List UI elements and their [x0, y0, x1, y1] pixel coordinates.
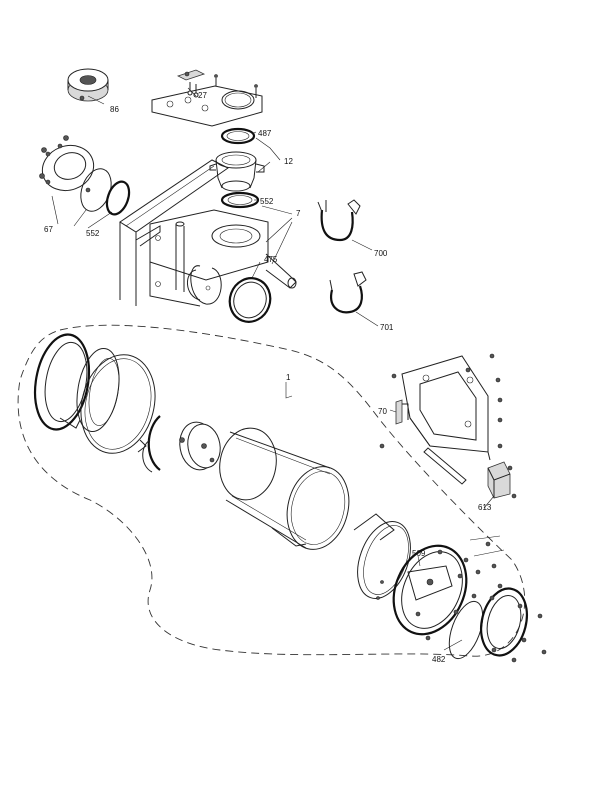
part-67-flange [39, 135, 95, 193]
part-clamp-band [80, 354, 156, 454]
callout-1: 1 [286, 373, 291, 382]
part-half-ring [142, 415, 161, 473]
part-door-ring [33, 333, 120, 433]
callout-509: 509 [412, 549, 426, 558]
part-12-flue-adapter [209, 151, 265, 192]
callout-552-upper: 552 [260, 197, 274, 206]
callout-475: 475 [264, 255, 278, 264]
part-7-burner-assembly [149, 209, 297, 307]
callout-86: 86 [110, 105, 119, 114]
part-700-cable [317, 199, 361, 242]
part-552-lower-seal [105, 180, 131, 216]
callout-27: 27 [198, 91, 207, 100]
part-70-latch [395, 399, 409, 425]
part-613-ignition-module [487, 461, 517, 499]
part-27-bracket [176, 69, 258, 98]
part-drum-cylinder [219, 427, 350, 550]
leader-lines [51, 87, 495, 651]
fastener-group-rear [469, 535, 547, 655]
part-552-upper-seal [220, 191, 260, 209]
callout-12: 12 [284, 157, 293, 166]
part-mounting-bracket [379, 353, 503, 461]
part-509-burner-plate [392, 544, 481, 641]
part-door-disk [179, 421, 221, 471]
callout-700: 700 [374, 249, 388, 258]
part-86-collar [67, 68, 109, 102]
part-701-cable [329, 271, 367, 314]
part-rail-strip [423, 447, 467, 485]
callout-70: 70 [378, 407, 387, 416]
part-475-gasket-plate [228, 277, 272, 323]
part-top-plate [151, 85, 263, 127]
callout-487: 487 [258, 129, 272, 138]
callout-613: 613 [478, 503, 492, 512]
callout-552-lower: 552 [86, 229, 100, 238]
part-open-ring [221, 90, 255, 110]
part-487-gasket [220, 127, 256, 145]
callout-482: 482 [432, 655, 446, 664]
assembly-1-boundary [17, 324, 526, 657]
callout-701: 701 [380, 323, 394, 332]
callout-7: 7 [296, 209, 301, 218]
part-482-rear-cover [448, 587, 528, 663]
part-cabinet-frame [119, 159, 229, 306]
callout-67: 67 [44, 225, 53, 234]
